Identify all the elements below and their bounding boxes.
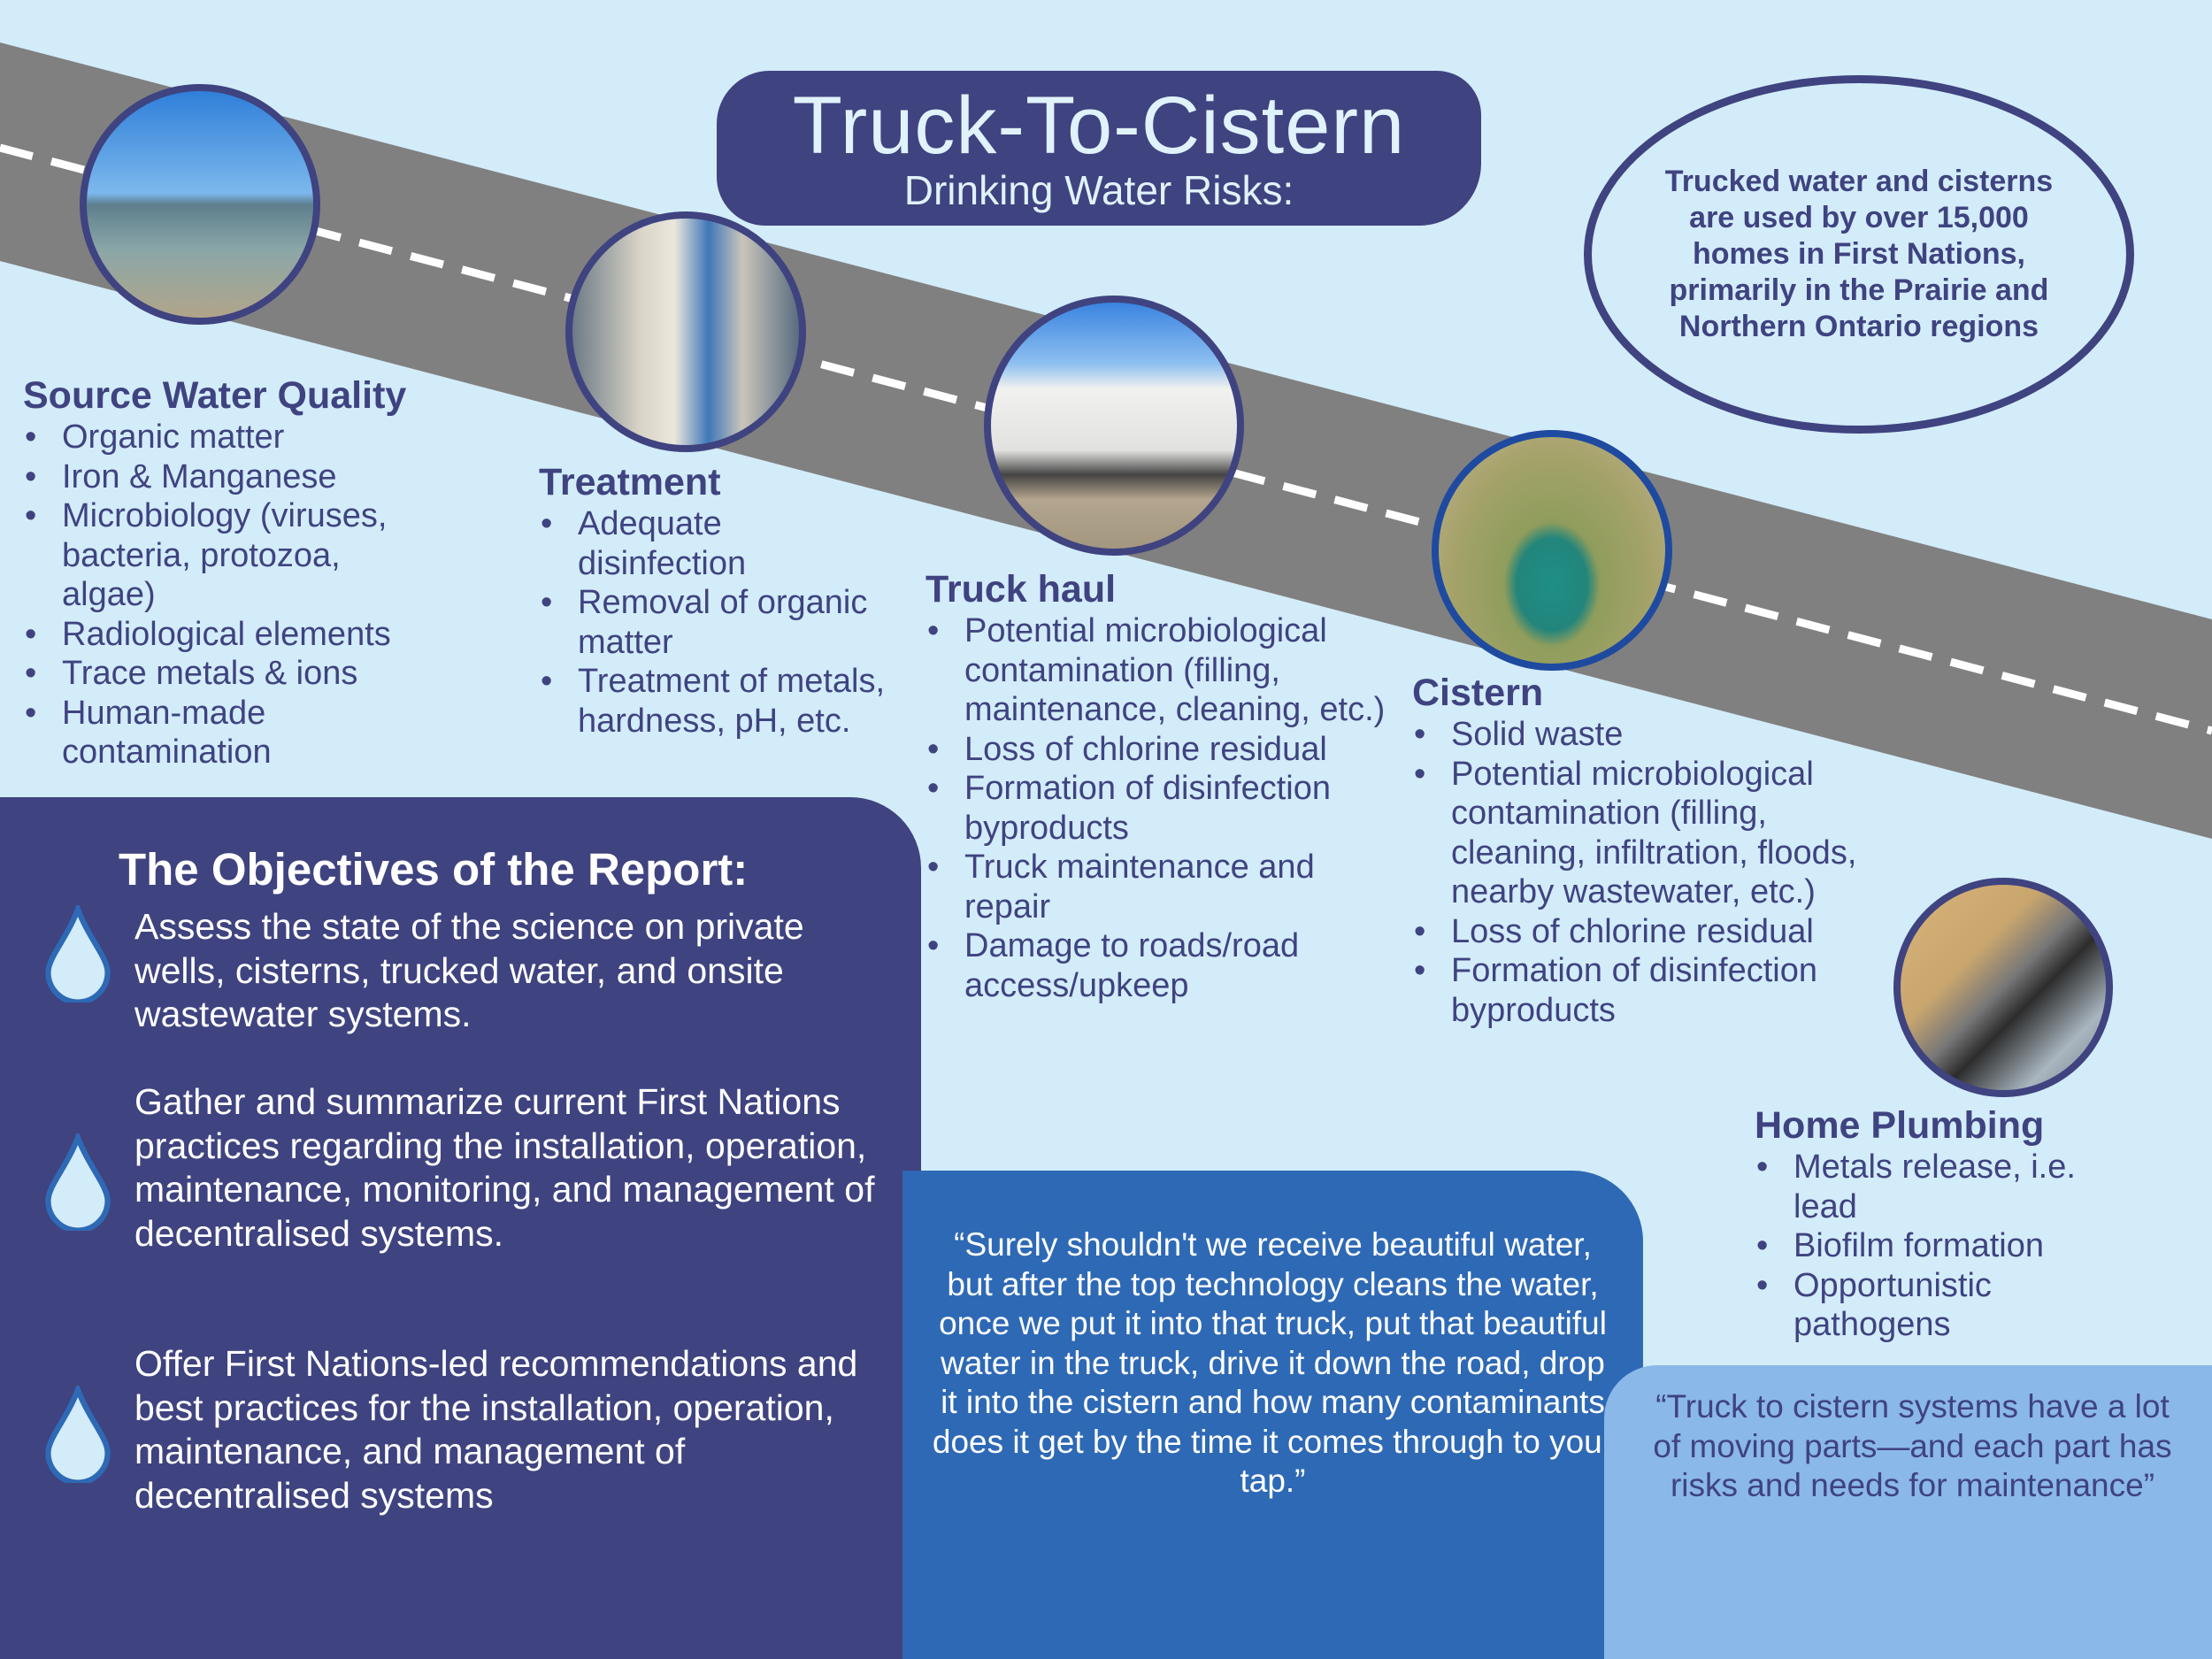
water-drop-icon [45, 1133, 111, 1231]
title-banner: Truck-To-Cistern Drinking Water Risks: [717, 71, 1481, 226]
list-item: Removal of organic matter [539, 583, 937, 662]
list-item: Human-made contamination [23, 694, 324, 772]
section-heading: Cistern [1412, 672, 1544, 714]
list-item: Iron & Manganese [23, 457, 501, 497]
list-item: Formation of disinfection byproducts [926, 769, 1341, 848]
section-heading: Treatment [539, 461, 721, 503]
section-heading: Truck haul [926, 568, 1117, 611]
community-quote: “Surely shouldn't we receive beautiful w… [902, 1171, 1643, 1659]
water-drop-icon [45, 1386, 111, 1483]
list-item: Microbiology (viruses, bacteria, protozo… [23, 496, 430, 615]
objective-item: Gather and summarize current First Natio… [134, 1081, 875, 1254]
water-drop-icon [45, 905, 111, 1002]
list-item: Potential microbiological contamination … [926, 611, 1386, 730]
list-item: Organic matter [23, 418, 501, 457]
faucet-photo [1893, 878, 2113, 1097]
section-source-water: Source Water Quality Organic matter Iron… [23, 373, 501, 772]
section-cistern: Cistern Solid waste Potential microbiolo… [1412, 671, 1890, 1030]
section-heading: Home Plumbing [1755, 1104, 2045, 1147]
objectives-heading: The Objectives of the Report: [119, 844, 749, 895]
section-treatment: Treatment Adequate disinfection Removal … [539, 460, 937, 741]
list-item: Treatment of metals, hardness, pH, etc. [539, 662, 937, 741]
objective-item: Offer First Nations-led recommendations … [134, 1343, 858, 1516]
list-item: Adequate disinfection [539, 504, 804, 583]
stat-callout: Trucked water and cisterns are used by o… [1584, 75, 2134, 434]
section-heading: Source Water Quality [23, 374, 407, 417]
list-item: Loss of chlorine residual [1412, 912, 1890, 952]
list-item: Potential microbiological contamination … [1412, 755, 1872, 912]
cistern-photo [1432, 430, 1672, 671]
page-title: Truck-To-Cistern [792, 81, 1406, 171]
page-subtitle: Drinking Water Risks: [903, 167, 1294, 213]
list-item: Damage to roads/road access/upkeep [926, 926, 1368, 1005]
objective-item: Assess the state of the science on priva… [134, 906, 804, 1034]
list-item: Biofilm formation [1755, 1226, 2126, 1266]
list-item: Formation of disinfection byproducts [1412, 951, 1872, 1030]
water-truck-photo [984, 296, 1244, 556]
lake-photo [80, 84, 320, 325]
list-item: Trace metals & ions [23, 654, 501, 694]
list-item: Metals release, i.e. lead [1755, 1148, 2108, 1226]
section-truck-haul: Truck haul Potential microbiological con… [926, 567, 1386, 1005]
list-item: Truck maintenance and repair [926, 848, 1386, 926]
section-home-plumbing: Home Plumbing Metals release, i.e. lead … [1755, 1103, 2126, 1345]
list-item: Solid waste [1412, 715, 1890, 755]
objectives-panel: The Objectives of the Report: Assess the… [0, 797, 921, 1659]
systems-quote: “Truck to cistern systems have a lot of … [1604, 1365, 2212, 1659]
list-item: Radiological elements [23, 615, 501, 655]
treatment-plant-photo [565, 211, 806, 452]
list-item: Loss of chlorine residual [926, 730, 1386, 770]
list-item: Opportunistic pathogens [1755, 1266, 2038, 1345]
